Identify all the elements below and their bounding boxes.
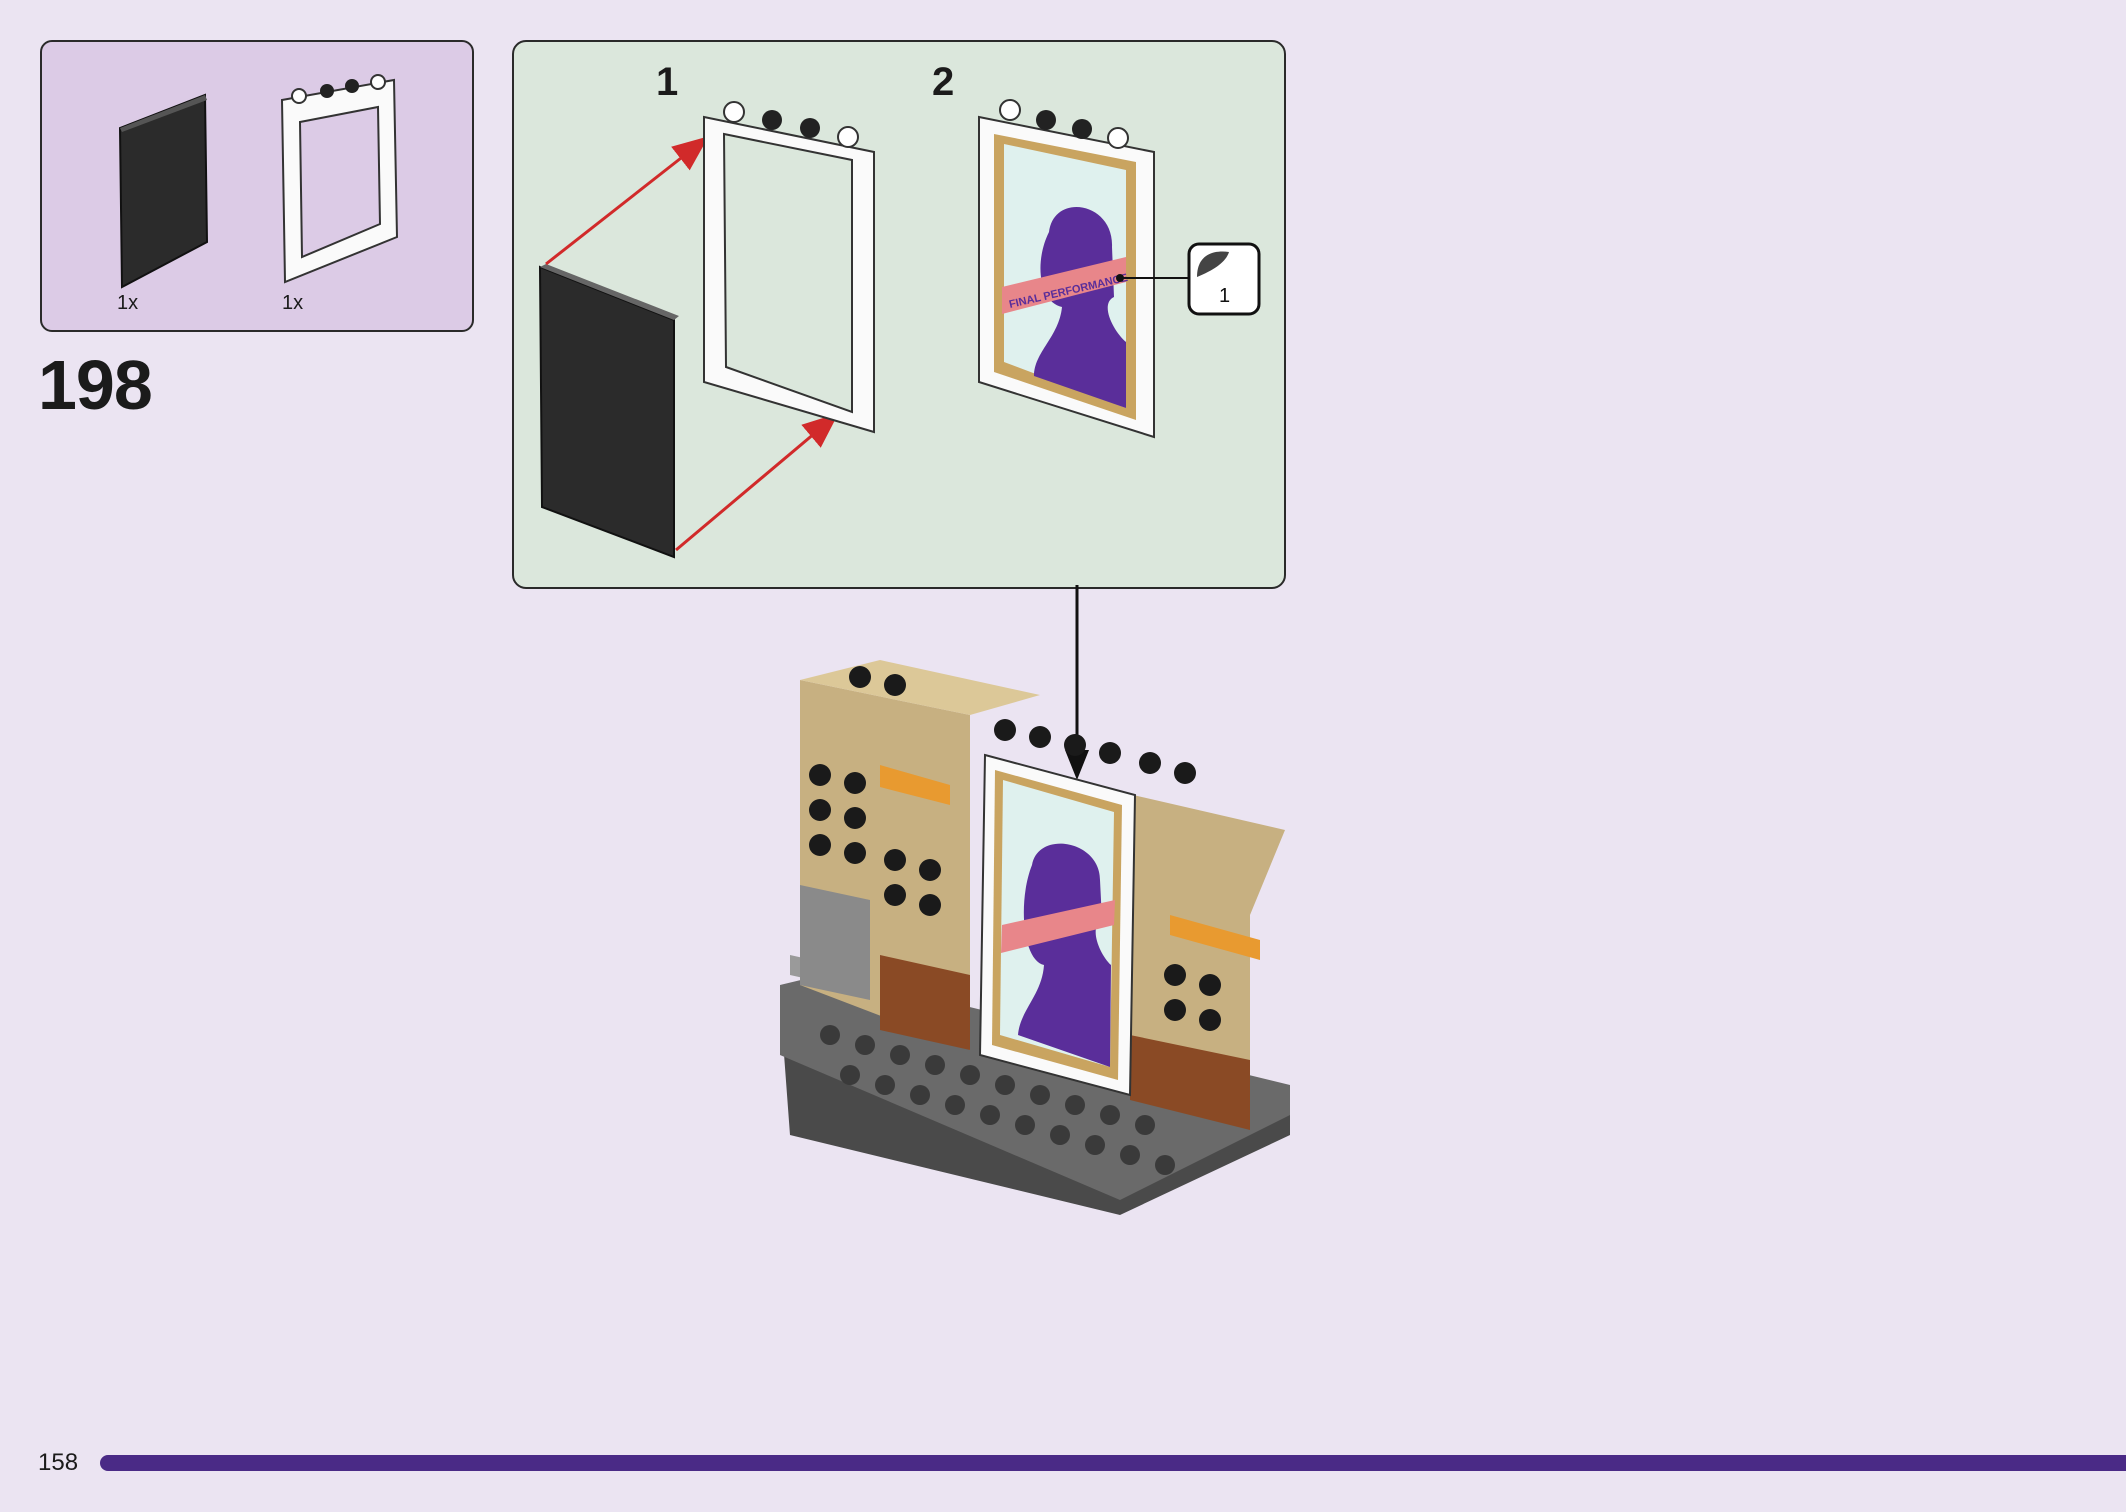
studs [809,666,1221,1031]
progress-bar [100,1455,2126,1471]
callout-connector-arrow [1065,585,1089,780]
main-model-illustration [780,660,1290,1215]
insert-arrow [545,136,709,266]
page-number: 158 [38,1449,79,1476]
black-panel-part [538,264,679,559]
poster-frame-assembly: FINAL PERFORMANCE [978,99,1155,439]
parts-illustration [118,74,399,289]
parts-list-box: 1x 1x [40,40,474,332]
white-frame-part [280,74,399,284]
black-panel-part [118,93,209,289]
substep-callout-box: 1 2 FINAL [512,40,1286,589]
tan-wall-right [1090,785,1285,1130]
sticker-icon [1187,242,1261,316]
step-number: 198 [38,346,153,424]
insert-arrow [675,413,839,552]
part-quantity: 1x [282,292,304,314]
poster-frame [978,753,1137,1097]
base-studs [820,1025,1175,1175]
white-frame-part [703,101,875,434]
substep-number: 2 [932,60,955,104]
substep-number: 1 [656,60,679,104]
part-quantity: 1x [117,292,139,314]
substep-illustration: FINAL PERFORMANCE 1 [538,99,1261,559]
sticker-number: 1 [1219,285,1230,307]
